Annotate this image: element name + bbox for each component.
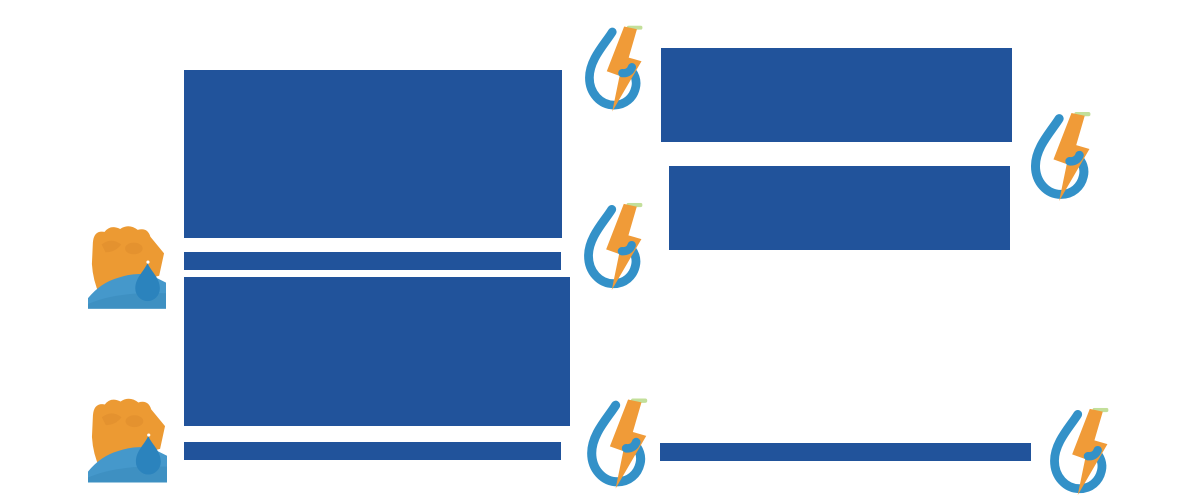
left-body-block <box>184 277 570 426</box>
water-energy-logo-icon <box>1048 407 1113 497</box>
water-energy-logo-icon <box>585 398 652 490</box>
right-heading-block <box>661 48 1012 142</box>
right-subheading-block <box>669 166 1010 250</box>
left-title-block <box>184 70 562 238</box>
water-energy-logo-icon <box>1028 112 1096 202</box>
left-divider-bar <box>184 252 561 270</box>
sun-water-droplet-logo-icon <box>88 222 166 310</box>
water-energy-logo-icon <box>583 24 647 114</box>
left-footer-bar <box>184 442 561 460</box>
water-energy-logo-icon <box>582 202 647 292</box>
sun-water-droplet-logo-icon <box>88 395 167 483</box>
right-footer-bar <box>660 443 1031 461</box>
